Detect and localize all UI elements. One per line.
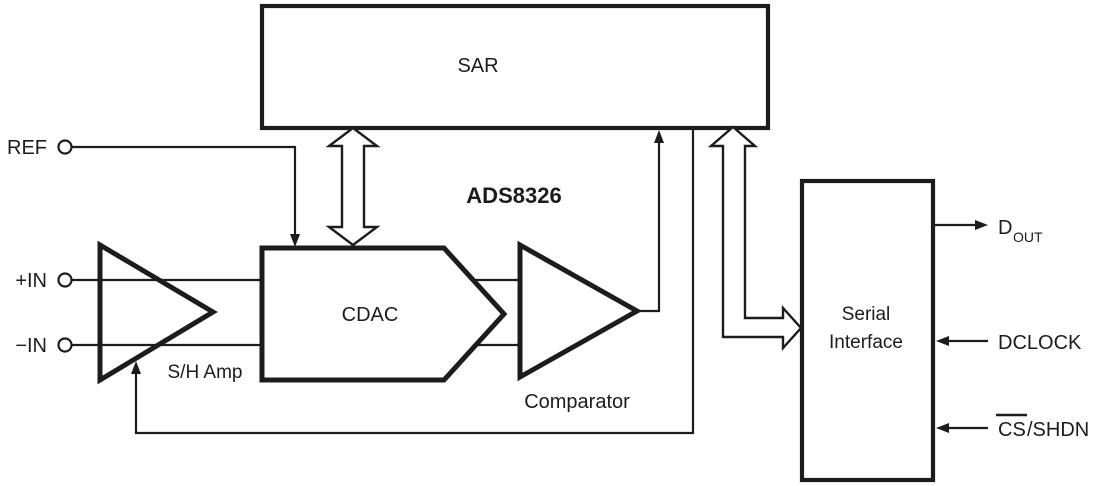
serial-interface-label-line2: Interface (829, 332, 903, 353)
dout-arrowhead-icon (975, 220, 988, 230)
ref-terminal-circle (57, 139, 73, 155)
sh-amp-label: S/H Amp (168, 362, 243, 383)
dclock-pin-label: DCLOCK (998, 332, 1082, 354)
in-plus-terminal-circle (57, 272, 73, 288)
ref-pin-label: REF (7, 137, 47, 159)
dout-pin-label: D (998, 217, 1012, 239)
feedback-arrowhead-icon (131, 361, 141, 374)
feedback-wire (134, 128, 695, 435)
in-minus-terminal-circle (57, 337, 73, 353)
serial-interface-label-line1: Serial (842, 304, 891, 325)
cs-shdn-arrowhead-icon (936, 423, 949, 433)
sh-amp-triangle (97, 240, 218, 385)
serial-interface-block (799, 178, 936, 483)
cs-pin-label: CS (998, 419, 1026, 441)
in-minus-pin-label: −IN (15, 335, 47, 357)
cs-shdn-pin-suffix-label: /SHDN (1027, 419, 1089, 441)
comparator-label: Comparator (524, 391, 630, 413)
dout-pin-subscript: OUT (1013, 229, 1043, 245)
sar-serial-block-arrow-icon (707, 125, 803, 352)
sar-label: SAR (457, 55, 498, 77)
ref-wire (71, 145, 297, 235)
part-number-label: ADS8326 (466, 183, 561, 208)
comparator-output-arrowhead-icon (654, 130, 664, 143)
cdac-block (259, 245, 508, 383)
sar-block (259, 3, 771, 131)
comparator-triangle (517, 240, 643, 382)
cdac-label: CDAC (342, 304, 399, 326)
ref-arrowhead-icon (290, 234, 300, 247)
dclock-arrowhead-icon (936, 336, 949, 346)
in-plus-pin-label: +IN (15, 270, 47, 292)
sar-cdac-double-arrow-icon (325, 126, 381, 247)
comparator-output-wire (635, 143, 661, 313)
